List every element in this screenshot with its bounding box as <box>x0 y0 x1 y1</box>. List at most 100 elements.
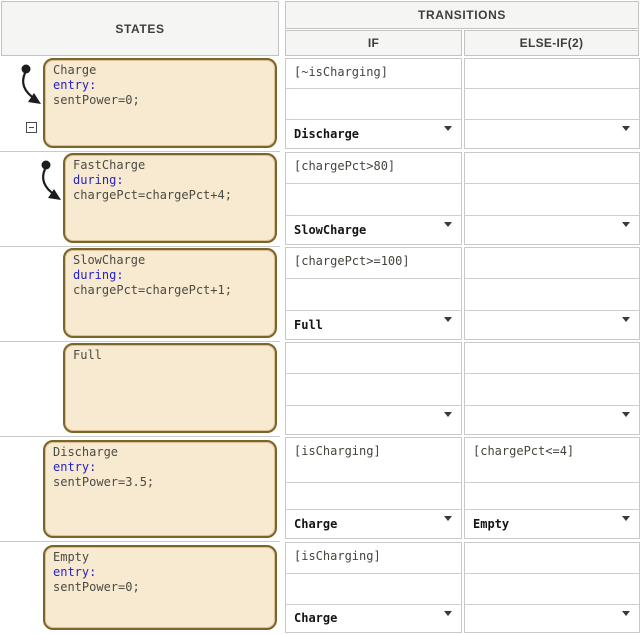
state-action-keyword: entry: <box>53 78 97 92</box>
destination-dropdown[interactable] <box>465 216 639 244</box>
state-action-keyword: entry: <box>53 565 97 579</box>
state-action-code: chargePct=chargePct+4; <box>73 188 232 202</box>
destination-dropdown[interactable]: SlowCharge <box>286 216 461 244</box>
transition-group-if-charge: [~isCharging] Discharge <box>285 58 462 149</box>
action-cell[interactable] <box>286 279 461 311</box>
state-action-keyword: during: <box>73 173 124 187</box>
state-action-code: sentPower=0; <box>53 580 140 594</box>
dropdown-arrow-icon <box>622 126 630 131</box>
elseif-column-header: ELSE-IF(2) <box>464 30 639 56</box>
state-action-code: sentPower=0; <box>53 93 140 107</box>
state-name: Empty <box>53 550 90 564</box>
destination-dropdown[interactable]: Full <box>286 311 461 339</box>
action-cell[interactable] <box>286 483 461 510</box>
states-header: STATES <box>1 1 279 56</box>
dropdown-arrow-icon <box>444 412 452 417</box>
state-box-slowcharge[interactable]: SlowCharge during: chargePct=chargePct+1… <box>63 248 277 338</box>
destination-dropdown[interactable]: Charge <box>286 605 461 632</box>
default-transition-icon <box>21 64 41 104</box>
condition-cell[interactable]: [~isCharging] <box>286 59 461 89</box>
condition-cell[interactable] <box>286 343 461 374</box>
condition-cell[interactable]: [isCharging] <box>286 438 461 483</box>
action-cell[interactable] <box>286 89 461 120</box>
action-cell[interactable] <box>465 483 639 510</box>
row-separator <box>0 151 280 152</box>
dropdown-arrow-icon <box>622 611 630 616</box>
transition-group-elseif-charge <box>464 58 640 149</box>
action-cell[interactable] <box>465 279 639 311</box>
destination-label: Discharge <box>294 127 360 141</box>
destination-dropdown[interactable] <box>465 311 639 339</box>
default-transition-icon <box>41 160 61 200</box>
condition-cell[interactable] <box>465 59 639 89</box>
destination-dropdown[interactable] <box>286 406 461 434</box>
state-box-charge[interactable]: Charge entry: sentPower=0; <box>43 58 277 148</box>
state-name: FastCharge <box>73 158 146 172</box>
state-action-code: chargePct=chargePct+1; <box>73 283 232 297</box>
state-action-code: sentPower=3.5; <box>53 475 155 489</box>
dropdown-arrow-icon <box>444 317 452 322</box>
destination-label: Full <box>294 318 323 332</box>
transition-group-if-full <box>285 342 462 435</box>
transition-group-elseif-empty <box>464 542 640 633</box>
action-cell[interactable] <box>286 184 461 216</box>
condition-cell[interactable]: [chargePct<=4] <box>465 438 639 483</box>
destination-dropdown[interactable]: Charge <box>286 510 461 538</box>
destination-dropdown[interactable] <box>465 605 639 632</box>
state-action-keyword: entry: <box>53 460 97 474</box>
destination-label: SlowCharge <box>294 223 367 237</box>
dropdown-arrow-icon <box>444 516 452 521</box>
condition-cell[interactable] <box>465 248 639 279</box>
destination-label: Empty <box>473 517 510 531</box>
state-box-fastcharge[interactable]: FastCharge during: chargePct=chargePct+4… <box>63 153 277 243</box>
transition-group-elseif-full <box>464 342 640 435</box>
transition-group-if-discharge: [isCharging] Charge <box>285 437 462 539</box>
destination-dropdown[interactable] <box>465 406 639 434</box>
destination-dropdown[interactable]: Discharge <box>286 120 461 148</box>
dropdown-arrow-icon <box>622 412 630 417</box>
destination-label: Charge <box>294 517 338 531</box>
transitions-header: TRANSITIONS <box>285 1 639 29</box>
transition-group-elseif-discharge: [chargePct<=4] Empty <box>464 437 640 539</box>
state-box-discharge[interactable]: Discharge entry: sentPower=3.5; <box>43 440 277 538</box>
destination-dropdown[interactable] <box>465 120 639 148</box>
state-name: Charge <box>53 63 97 77</box>
state-name: SlowCharge <box>73 253 146 267</box>
condition-cell[interactable] <box>465 153 639 184</box>
action-cell[interactable] <box>286 574 461 605</box>
transition-group-if-empty: [isCharging] Charge <box>285 542 462 633</box>
condition-cell[interactable] <box>465 343 639 374</box>
dropdown-arrow-icon <box>622 222 630 227</box>
condition-cell[interactable] <box>465 543 639 574</box>
collapse-button[interactable] <box>26 122 37 133</box>
transition-group-if-fastcharge: [chargePct>80] SlowCharge <box>285 152 462 245</box>
row-separator <box>0 541 280 542</box>
dropdown-arrow-icon <box>622 516 630 521</box>
state-action-keyword: during: <box>73 268 124 282</box>
dropdown-arrow-icon <box>444 611 452 616</box>
action-cell[interactable] <box>286 374 461 406</box>
dropdown-arrow-icon <box>444 222 452 227</box>
condition-cell[interactable]: [isCharging] <box>286 543 461 574</box>
condition-cell[interactable]: [chargePct>80] <box>286 153 461 184</box>
state-name: Full <box>73 348 102 362</box>
row-separator <box>0 341 280 342</box>
action-cell[interactable] <box>465 374 639 406</box>
transition-group-elseif-slowcharge <box>464 247 640 340</box>
minus-icon <box>29 127 34 128</box>
condition-cell[interactable]: [chargePct>=100] <box>286 248 461 279</box>
state-box-full[interactable]: Full <box>63 343 277 433</box>
transition-group-if-slowcharge: [chargePct>=100] Full <box>285 247 462 340</box>
action-cell[interactable] <box>465 89 639 120</box>
transition-group-elseif-fastcharge <box>464 152 640 245</box>
action-cell[interactable] <box>465 574 639 605</box>
destination-dropdown[interactable]: Empty <box>465 510 639 538</box>
dropdown-arrow-icon <box>622 317 630 322</box>
dropdown-arrow-icon <box>444 126 452 131</box>
state-name: Discharge <box>53 445 119 459</box>
row-separator <box>0 436 280 437</box>
if-column-header: IF <box>285 30 462 56</box>
state-box-empty[interactable]: Empty entry: sentPower=0; <box>43 545 277 630</box>
action-cell[interactable] <box>465 184 639 216</box>
